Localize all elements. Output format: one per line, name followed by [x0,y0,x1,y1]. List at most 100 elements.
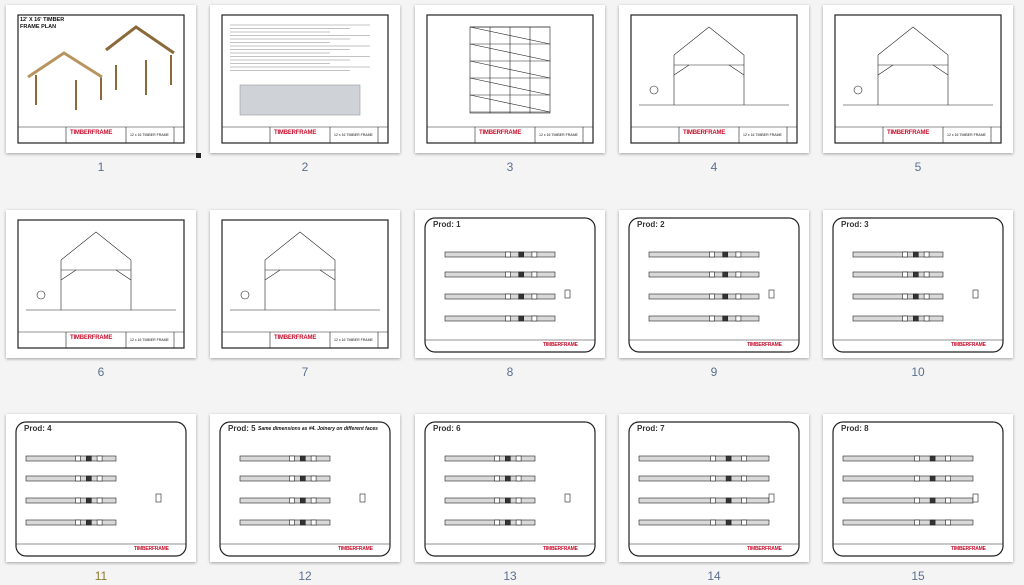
page-thumbnail-6[interactable]: TIMBERFRAME 12 x 16 TIMBER FRAME [6,210,196,358]
timber-member [239,497,331,504]
timber-member [25,455,117,462]
timber-member [239,455,331,462]
page-thumbnail-5[interactable]: TIMBERFRAME 12 x 16 TIMBER FRAME [823,5,1013,153]
logo: TIMBERFRAME [747,342,782,348]
page-number: 7 [301,365,309,379]
page-drawing [17,14,185,144]
page-drawing [630,14,798,144]
page-number: 5 [914,160,922,174]
page-drawing [628,421,800,557]
cross-section [768,289,775,299]
page-drawing [628,217,800,353]
timber-member [852,315,944,322]
page-number: 15 [911,569,925,583]
page-note: Same dimensions as #4. Joinery on differ… [258,426,378,432]
logo: TIMBERFRAME [274,130,317,136]
timber-member [648,271,760,278]
prod-label: Prod: 8 [841,424,869,433]
logo: TIMBERFRAME [543,342,578,348]
page-drawing [832,421,1004,557]
logo: TIMBERFRAME [951,342,986,348]
prod-label: Prod: 3 [841,220,869,229]
page-number: 1 [97,160,105,174]
cross-section [972,289,979,299]
timber-member [444,315,556,322]
logo: TIMBERFRAME [951,546,986,552]
timber-member [842,497,974,504]
page-number: 13 [503,569,517,583]
page-drawing [424,421,596,557]
timber-member [444,293,556,300]
logo: TIMBERFRAME [543,546,578,552]
logo: TIMBERFRAME [747,546,782,552]
timber-member [444,455,536,462]
cross-section [768,493,775,503]
title-block-text: 12 x 16 TIMBER FRAME [947,133,986,137]
timber-member [852,251,944,258]
timber-member [842,455,974,462]
timber-member [842,475,974,482]
timber-member [25,519,117,526]
prod-label: Prod: 5 [228,424,256,433]
timber-member [638,475,770,482]
prod-label: Prod: 4 [24,424,52,433]
page-drawing [17,219,185,349]
page-number: 11 [94,569,108,583]
page-thumbnail-15[interactable]: Prod: 8 TIMBERFRAME [823,414,1013,562]
page-thumbnail-10[interactable]: Prod: 3 TIMBERFRAME [823,210,1013,358]
page-thumbnail-3[interactable]: TIMBERFRAME 12 x 16 TIMBER FRAME [415,5,605,153]
page-drawing [221,219,389,349]
page-drawing [426,14,594,144]
page-drawing [221,14,389,144]
cover-title: 12' X 16' TIMBER FRAME PLAN [20,17,65,30]
logo: TIMBERFRAME [70,335,113,341]
timber-member [852,293,944,300]
timber-member [648,315,760,322]
timber-member [444,251,556,258]
page-number: 6 [97,365,105,379]
page-number: 14 [707,569,721,583]
title-block-text: 12 x 16 TIMBER FRAME [539,133,578,137]
title-block-text: 12 x 16 TIMBER FRAME [130,338,169,342]
page-number: 10 [911,365,925,379]
logo: TIMBERFRAME [887,130,930,136]
timber-member [842,519,974,526]
logo: TIMBERFRAME [338,546,373,552]
timber-member [638,455,770,462]
timber-member [852,271,944,278]
timber-member [25,475,117,482]
timber-member [444,519,536,526]
timber-member [638,519,770,526]
title-block-text: 12 x 16 TIMBER FRAME [743,133,782,137]
timber-member [239,475,331,482]
page-number: 4 [710,160,718,174]
page-number: 3 [506,160,514,174]
page-thumbnail-8[interactable]: Prod: 1 TIMBERFRAME [415,210,605,358]
logo: TIMBERFRAME [274,335,317,341]
cross-section [972,493,979,503]
page-thumbnail-4[interactable]: TIMBERFRAME 12 x 16 TIMBER FRAME [619,5,809,153]
timber-member [444,475,536,482]
page-thumbnail-13[interactable]: Prod: 6 TIMBERFRAME [415,414,605,562]
page-number: 9 [710,365,718,379]
cross-section [155,493,162,503]
cross-section [564,493,571,503]
prod-label: Prod: 6 [433,424,461,433]
page-drawing [832,217,1004,353]
logo: TIMBERFRAME [479,130,522,136]
page-drawing [834,14,1002,144]
page-number: 12 [298,569,312,583]
timber-member [444,497,536,504]
logo: TIMBERFRAME [683,130,726,136]
prod-label: Prod: 1 [433,220,461,229]
cross-section [359,493,366,503]
timber-member [638,497,770,504]
logo: TIMBERFRAME [70,130,113,136]
